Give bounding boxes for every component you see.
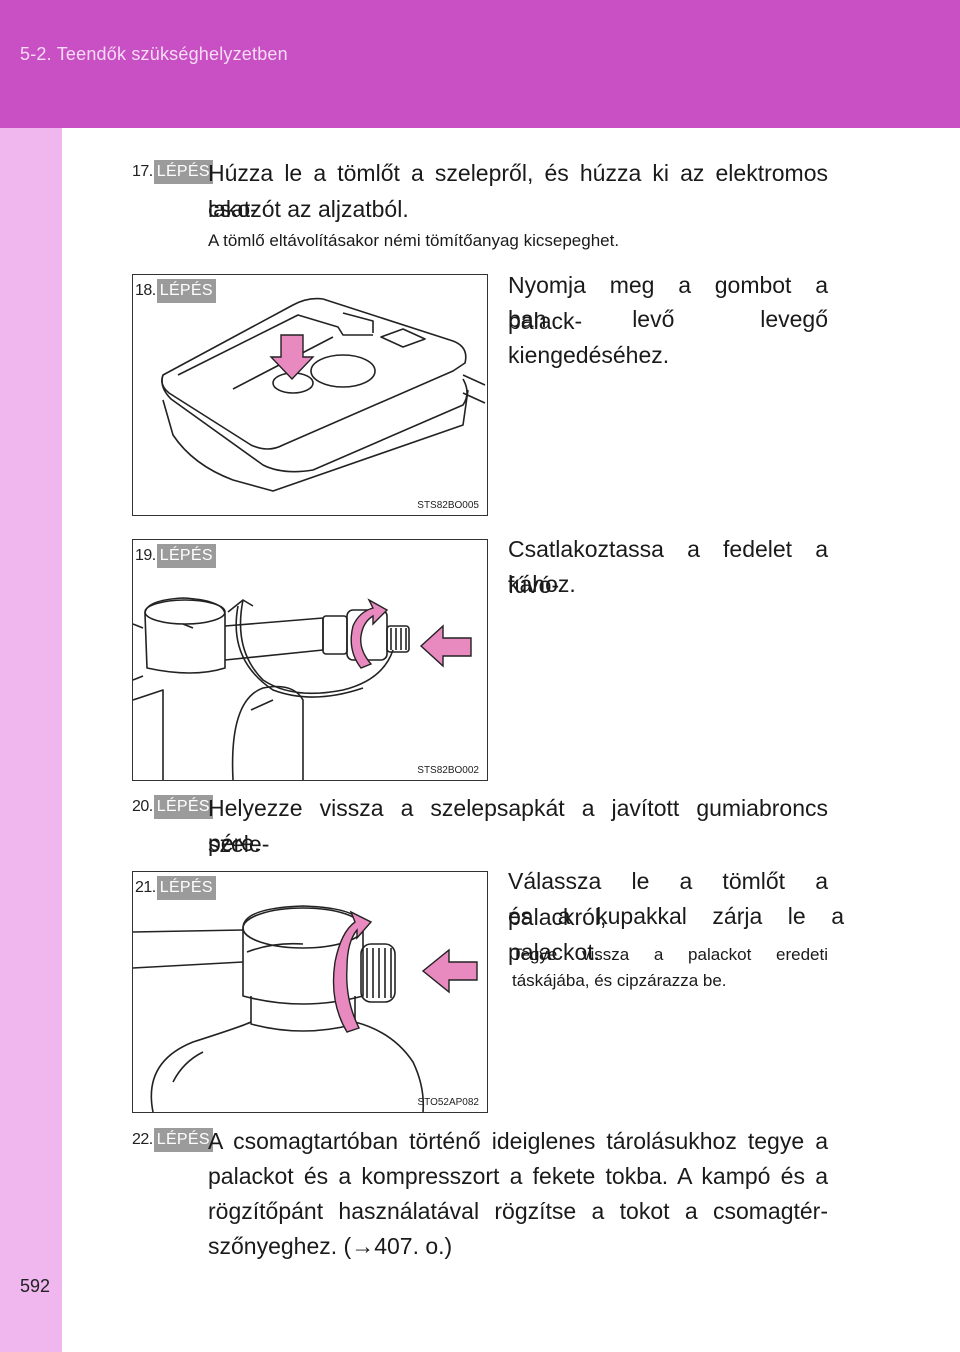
- step-badge-22: 22. LÉPÉS: [130, 1128, 213, 1152]
- step-number: 19.: [135, 547, 156, 564]
- figure-code: STS82BO002: [417, 765, 479, 776]
- step-18-text-line2: ban levő levegő kiengedéséhez.: [508, 306, 828, 368]
- figure-step-19: 19. LÉPÉS STS82BO002: [132, 539, 488, 781]
- figure-step-21: 21. LÉPÉS STO52AP082: [132, 871, 488, 1113]
- step-17-text-line1: Húzza le a tömlőt a szelepről, és húzza …: [208, 160, 828, 222]
- step-number: 18.: [135, 282, 156, 299]
- step-badge-18: 18. LÉPÉS: [133, 279, 216, 303]
- step-22-text-line3: rögzítőpánt használatával rögzítse a tok…: [208, 1198, 828, 1224]
- figure-code: STO52AP082: [417, 1097, 479, 1108]
- step-label: LÉPÉS: [156, 876, 216, 900]
- step-label: LÉPÉS: [156, 279, 216, 303]
- step-badge-21: 21. LÉPÉS: [133, 876, 216, 900]
- step-label: LÉPÉS: [153, 160, 213, 184]
- step-22-text-line2: palackot és a kompresszort a fekete tokb…: [208, 1163, 828, 1189]
- step-22-text-line4: szőnyeghez. (→407. o.): [208, 1233, 453, 1259]
- page-number: 592: [20, 1276, 51, 1296]
- step-20-text-line2: pére.: [208, 830, 261, 856]
- section-title: 5-2. Teendők szükséghelyzetben: [20, 44, 288, 64]
- figure-code: STS82BO005: [417, 500, 479, 511]
- bottle-button-illustration: [161, 297, 486, 492]
- page-header: 5-2. Teendők szükséghelyzetben: [0, 0, 960, 128]
- side-margin-band: [0, 128, 62, 1352]
- step-19-text-line2: kához.: [508, 571, 576, 597]
- step-badge-20: 20. LÉPÉS: [130, 795, 213, 819]
- step-17-note: A tömlő eltávolításakor némi tömítőanyag…: [208, 231, 620, 250]
- step-label: LÉPÉS: [153, 795, 213, 819]
- step-18-text-line1: Nyomja meg a gombot a palack-: [508, 272, 828, 334]
- rotate-arrow: [350, 598, 389, 669]
- step-17-text-line2: lakozót az aljzatból.: [208, 196, 409, 222]
- step-number: 20.: [132, 798, 153, 815]
- push-arrow: [419, 624, 472, 668]
- press-arrow: [269, 334, 315, 381]
- step-label: LÉPÉS: [156, 544, 216, 568]
- cap-connection-illustration: [133, 597, 472, 780]
- figure-step-18: 18. LÉPÉS STS82BO005: [132, 274, 488, 516]
- step-19-text-line1: Csatlakoztassa a fedelet a fúvó-: [508, 536, 828, 598]
- step-20-text-line1: Helyezze vissza a szelepsapkát a javítot…: [208, 795, 828, 857]
- push-arrow: [421, 948, 478, 994]
- bottle-cap-illustration: [133, 905, 478, 1112]
- step-21-text-line1: Válassza le a tömlőt a palackról,: [508, 868, 828, 930]
- rotate-arrow: [332, 910, 373, 1033]
- step-number: 17.: [132, 163, 153, 180]
- step-21-text-line2: és a kupakkal zárja le a palackot.: [508, 903, 844, 965]
- step-21-note-line1: Tegye vissza a palackot eredeti: [512, 945, 828, 964]
- step-badge-17: 17. LÉPÉS: [130, 160, 213, 184]
- step-22-text-line1: A csomagtartóban történő ideiglenes táro…: [208, 1128, 828, 1154]
- step-number: 21.: [135, 879, 156, 896]
- step-21-note-line2: táskájába, és cipzárazza be.: [512, 971, 727, 990]
- step-badge-19: 19. LÉPÉS: [133, 544, 216, 568]
- step-label: LÉPÉS: [153, 1128, 213, 1152]
- step-number: 22.: [132, 1131, 153, 1148]
